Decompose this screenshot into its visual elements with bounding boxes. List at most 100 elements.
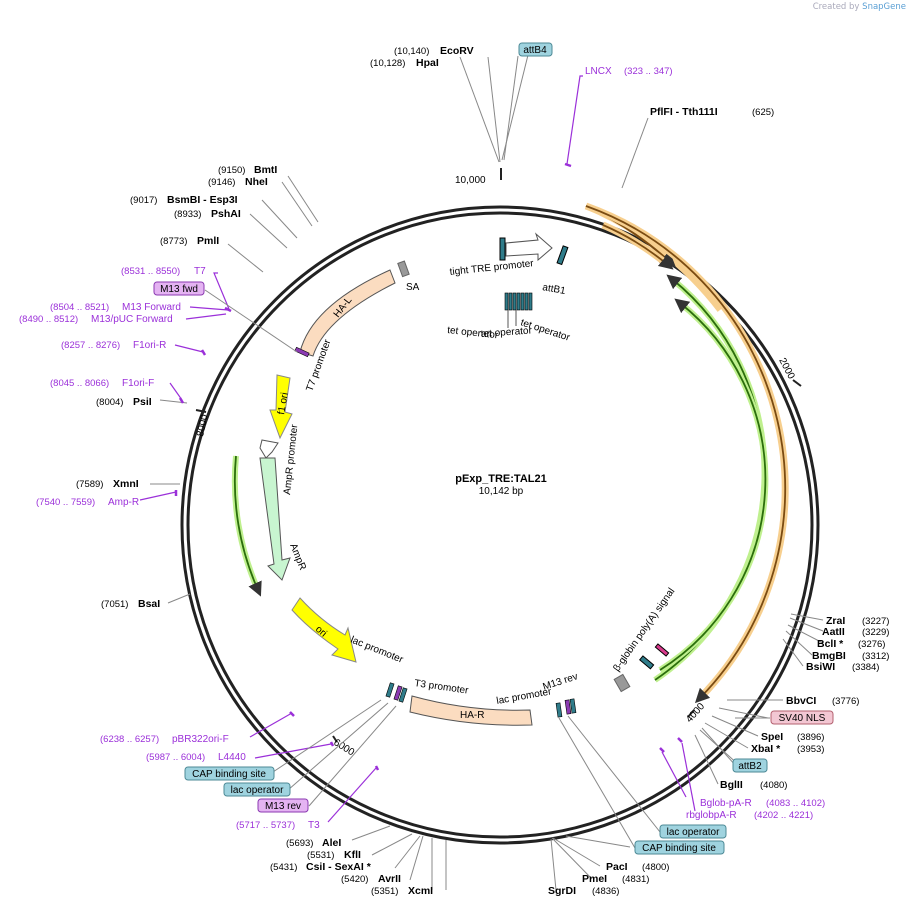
site-nhei-coord: (9146) xyxy=(208,177,235,188)
site-bmti-coord: (9150) xyxy=(218,165,245,176)
svg-text:M13 rev: M13 rev xyxy=(265,801,301,812)
site-hpai-coord: (10,128) xyxy=(370,58,405,69)
snapgene-credit: Created by SnapGene xyxy=(812,2,906,12)
site-bcli-coord: (3276) xyxy=(858,639,885,650)
tick-4000 xyxy=(687,709,695,718)
site-bsiwi: BsiWI xyxy=(806,661,835,673)
primer-bglob-range: (4083 .. 4102) xyxy=(766,798,825,809)
site-spei: SpeI xyxy=(761,731,783,743)
site-psii: PsiI xyxy=(133,396,152,408)
primer-rbglob: rbglobpA-R xyxy=(686,810,737,821)
tetop-label-3: tet operator xyxy=(480,325,532,340)
backbone-outer xyxy=(180,205,820,845)
site-spei-coord: (3896) xyxy=(797,732,824,743)
site-bglii-coord: (4080) xyxy=(760,780,787,791)
bglobin-marker-2 xyxy=(654,643,670,657)
primer-f1orif-range: (8045 .. 8066) xyxy=(50,378,109,389)
svg-text:lac operator: lac operator xyxy=(231,785,284,796)
site-pmei-coord: (4831) xyxy=(622,874,649,885)
site-nhei: NheI xyxy=(245,176,268,188)
primer-pbr-range: (6238 .. 6257) xyxy=(100,734,159,745)
tick-8000 xyxy=(195,409,207,413)
ticks xyxy=(195,168,802,743)
primer-t3: T3 xyxy=(308,820,320,831)
tight-tre-arrow xyxy=(505,232,553,262)
box-cap-right: CAP binding site xyxy=(634,840,725,855)
site-xmni: XmnI xyxy=(113,478,139,490)
green-arc-left-line xyxy=(233,455,262,597)
primer-f1orir: F1ori-R xyxy=(133,340,166,351)
site-zrai: ZraI xyxy=(826,615,845,627)
site-xbai: XbaI * xyxy=(751,743,781,755)
site-bmgbi-coord: (3312) xyxy=(862,651,889,662)
box-cap-left: CAP binding site xyxy=(184,766,275,781)
primer-l4440: L4440 xyxy=(218,752,246,763)
site-hpai: HpaI xyxy=(416,57,439,69)
primer-t3-range: (5717 .. 5737) xyxy=(236,820,295,831)
box-sv40nls: SV40 NLS xyxy=(770,710,834,725)
sa-box xyxy=(397,260,410,278)
site-bmgbi: BmgBI xyxy=(812,650,846,662)
primer-l4440-range: (5987 .. 6004) xyxy=(146,752,205,763)
bottom-markers xyxy=(294,346,577,718)
ampr-prom-arrow xyxy=(259,439,279,459)
backbone-inner xyxy=(186,211,814,839)
site-csii: CsiI - SexAI * xyxy=(306,861,372,873)
site-xbai-coord: (3953) xyxy=(797,744,824,755)
box-attb2: attB2 xyxy=(732,758,768,773)
site-sgrdi: SgrDI xyxy=(548,885,576,897)
site-kfli: KflI xyxy=(344,849,361,861)
site-avrii-coord: (5420) xyxy=(341,874,368,885)
tetop-label-1: tet operator xyxy=(447,325,500,341)
f1ori-arrow xyxy=(269,374,293,440)
site-ecorv: EcoRV xyxy=(440,45,474,57)
box-attb4: attB4 xyxy=(518,42,553,57)
primer-ampr-range: (7540 .. 7559) xyxy=(36,497,95,508)
site-xcmi: XcmI xyxy=(408,885,433,897)
primer-rbglob-range: (4202 .. 4221) xyxy=(754,810,813,821)
har-label: HA-R xyxy=(460,710,484,721)
svg-text:CAP binding site: CAP binding site xyxy=(642,843,716,854)
primer-m13fwd-range: (8504 .. 8521) xyxy=(50,302,109,313)
bglobin-marker-1 xyxy=(639,655,655,670)
site-bsmbi-coord: (9017) xyxy=(130,195,157,206)
primer-m13puc: M13/pUC Forward xyxy=(91,314,173,325)
site-psii-coord: (8004) xyxy=(96,397,123,408)
box-lacop-right: lac operator xyxy=(659,824,727,839)
sa-label: SA xyxy=(406,282,420,293)
primer-leaders xyxy=(139,75,696,823)
site-pshai: PshAI xyxy=(211,208,241,220)
primer-m13fwd: M13 Forward xyxy=(122,302,181,313)
site-alei-coord: (5693) xyxy=(286,838,313,849)
site-xcmi-coord: (5351) xyxy=(371,886,398,897)
orange-arc-short-line xyxy=(602,224,674,270)
primer-lncx: LNCX xyxy=(585,66,612,77)
svg-text:SV40 NLS: SV40 NLS xyxy=(779,713,826,724)
site-pflfi: PflFI - Tth111I xyxy=(650,106,718,118)
site-aatii-coord: (3229) xyxy=(862,627,889,638)
site-sgrdi-coord: (4836) xyxy=(592,886,619,897)
site-bsmbi: BsmBI - Esp3I xyxy=(167,194,238,206)
tre-marker xyxy=(499,237,506,261)
site-bmti: BmtI xyxy=(254,164,277,176)
site-pflfi-coord: (625) xyxy=(752,107,774,118)
site-kfli-coord: (5531) xyxy=(307,850,334,861)
primer-t7: T7 xyxy=(194,266,206,277)
primer-t7-range: (8531 .. 8550) xyxy=(121,266,180,277)
orange-arc-long-line xyxy=(585,205,787,704)
site-paci-coord: (4800) xyxy=(642,862,669,873)
svg-text:attB4: attB4 xyxy=(523,45,547,56)
primer-f1orif: F1ori-F xyxy=(122,378,154,389)
site-pmli: PmlI xyxy=(197,235,219,247)
svg-text:M13 fwd: M13 fwd xyxy=(160,284,198,295)
site-pmei: PmeI xyxy=(582,873,607,885)
site-bsai: BsaI xyxy=(138,598,160,610)
site-pmli-coord: (8773) xyxy=(160,236,187,247)
site-pshai-coord: (8933) xyxy=(174,209,201,220)
primer-pbr: pBR322ori-F xyxy=(172,734,229,745)
green-arc-2-line xyxy=(659,298,767,671)
bglobin-box xyxy=(613,673,631,693)
tick-label-10000: 10,000 xyxy=(455,175,486,186)
